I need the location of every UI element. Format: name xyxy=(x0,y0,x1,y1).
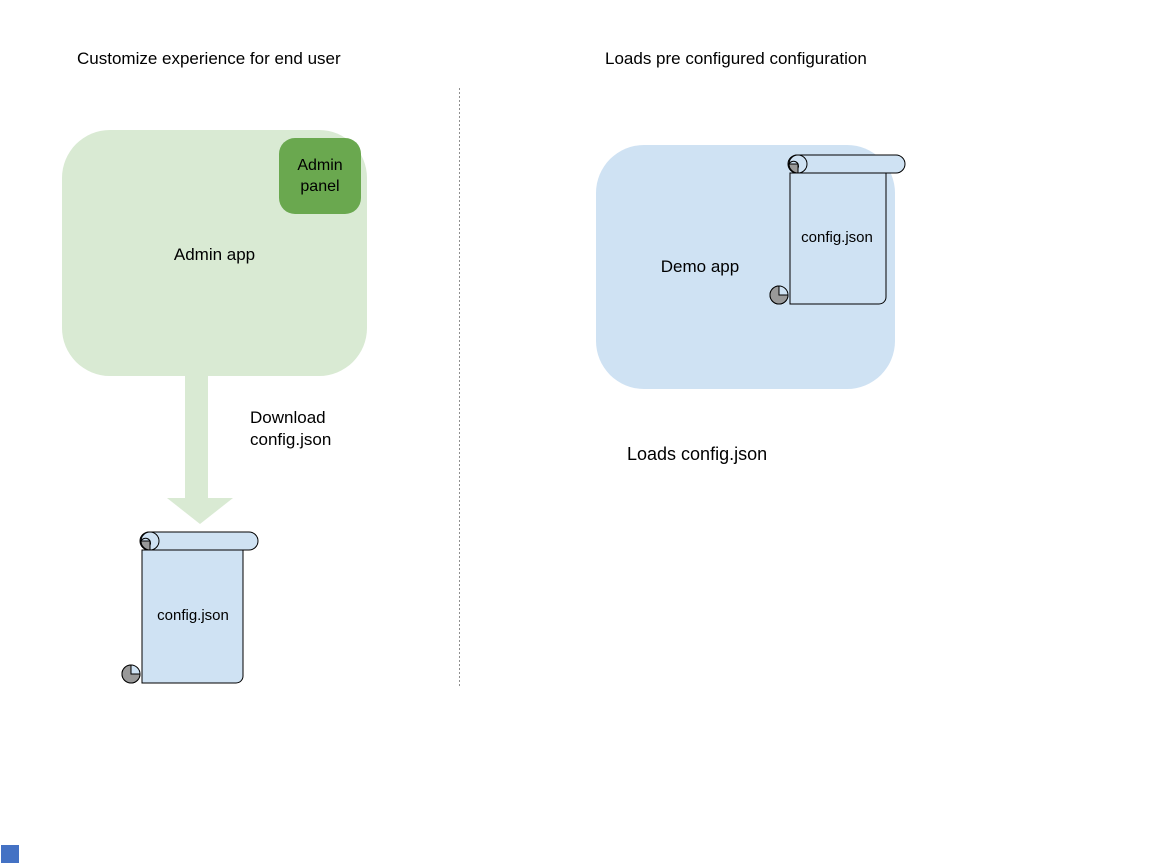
scroll-top-curl-icon xyxy=(788,163,799,174)
download-config-label: Download config.json xyxy=(250,408,332,449)
config-json-scroll-right: config.json xyxy=(769,154,906,305)
config-json-scroll-left: config.json xyxy=(121,531,259,684)
scroll-bottom-curl-icon xyxy=(769,285,789,305)
admin-app-label: Admin app xyxy=(173,245,256,264)
dotted-divider xyxy=(459,88,460,688)
scroll-bottom-curl-icon xyxy=(121,664,141,684)
right-title: Loads pre configured configuration xyxy=(605,49,867,68)
loads-config-caption: Loads config.json xyxy=(627,444,768,464)
admin-panel-label: Admin panel xyxy=(297,157,343,195)
scroll-top-curl-icon xyxy=(140,540,151,551)
admin-app-box: Admin panel Admin app xyxy=(62,130,367,376)
left-title: Customize experience for end user xyxy=(77,49,341,68)
config-json-label-right: config.json xyxy=(801,229,873,246)
demo-app-label: Demo app xyxy=(660,257,740,276)
admin-panel-box: Admin panel xyxy=(279,138,361,214)
config-json-label-left: config.json xyxy=(157,607,229,624)
down-arrow-icon xyxy=(167,376,233,524)
corner-marker xyxy=(1,845,19,863)
